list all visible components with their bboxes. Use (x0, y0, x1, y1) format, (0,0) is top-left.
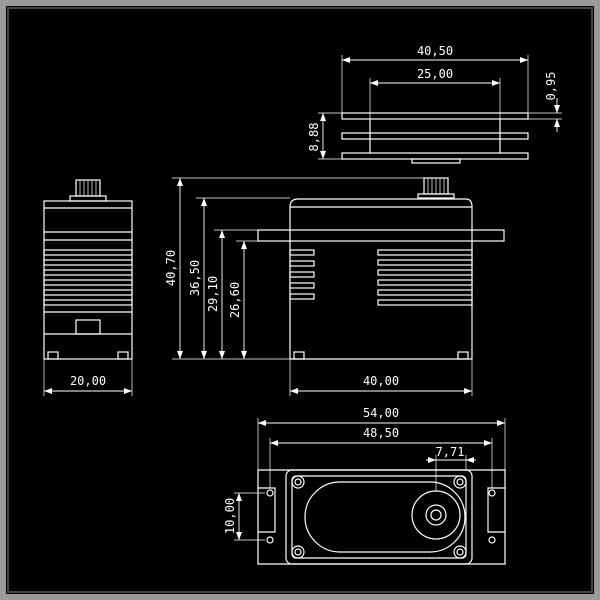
screw-icon (266, 536, 274, 544)
dim-front-width: 20,00 (70, 374, 106, 388)
dim-side-height-total: 40,70 (164, 250, 178, 286)
dim-side-height-body: 36,50 (188, 260, 202, 296)
side-mounting-flange (257, 229, 505, 242)
dim-bottom-shaft-offset: 7,71 (436, 445, 465, 459)
bottom-gear-housing (304, 481, 466, 553)
dim-top-height: 8,88 (307, 123, 321, 152)
dim-bottom-slot-spacing: 10,00 (223, 498, 237, 534)
screw-icon (266, 489, 274, 497)
dim-top-thickness: 0,95 (544, 72, 558, 101)
top-plate-upper (341, 112, 529, 120)
dim-side-height-lower: 26,60 (228, 282, 242, 318)
dim-top-width-inner: 25,00 (417, 67, 453, 81)
dim-side-height-flange: 29,10 (206, 276, 220, 312)
bottom-right-slot (487, 487, 505, 533)
top-plate-middle (341, 132, 529, 140)
dim-side-width: 40,00 (363, 374, 399, 388)
output-gear-hub (425, 504, 447, 526)
dim-bottom-width-holes: 48,50 (363, 426, 399, 440)
inner-border (7, 7, 593, 593)
front-cooling-fins (43, 249, 133, 306)
dim-bottom-width-overall: 54,00 (363, 406, 399, 420)
bottom-left-slot (258, 487, 276, 533)
bottom-case (285, 469, 473, 565)
top-view: 40,50 25,00 0,95 8,88 (307, 44, 562, 164)
side-right-fins (377, 249, 473, 306)
bottom-view: 54,00 48,50 7,71 10,00 (223, 406, 506, 565)
side-view: 40,00 40,70 36,50 29,10 26,60 (164, 177, 505, 396)
screw-icon (488, 536, 496, 544)
front-view: 20,00 (43, 179, 133, 396)
dim-top-width-overall: 40,50 (417, 44, 453, 58)
side-left-fins (289, 249, 315, 300)
screw-icon (488, 489, 496, 497)
top-horn-hub (411, 158, 461, 164)
